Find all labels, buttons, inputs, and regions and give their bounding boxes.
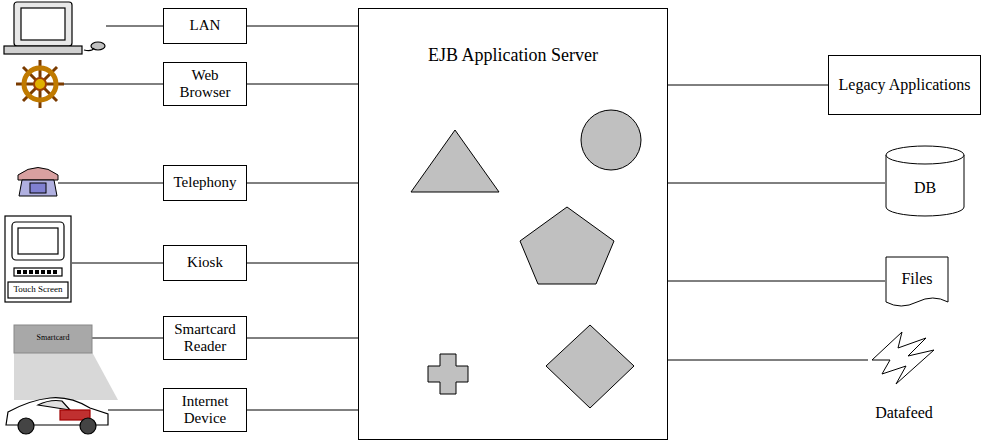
process-box: Web Browser — [163, 62, 247, 107]
icon-caption: Smartcard — [14, 333, 92, 342]
connector-line — [247, 338, 358, 339]
node-label: Kiosk — [187, 254, 223, 271]
connector-line — [247, 26, 358, 27]
connector-line — [668, 360, 868, 361]
process-box: Internet Device — [163, 388, 247, 433]
connector-line — [247, 183, 358, 184]
node-label: Datafeed — [875, 404, 933, 422]
process-box: Smartcard Reader — [163, 316, 247, 361]
node-label: Legacy Applications — [839, 76, 971, 94]
node-label: Smartcard Reader — [168, 321, 242, 356]
database-cylinder: DB — [885, 145, 965, 217]
connector-line — [247, 84, 358, 85]
connector-line — [668, 85, 828, 86]
node-label: DB — [914, 179, 936, 197]
node-label: Files — [901, 270, 932, 288]
process-box: LAN — [163, 8, 247, 44]
server-box: EJB Application Server — [358, 8, 668, 440]
process-box: Kiosk — [163, 245, 247, 281]
document-shape: Files — [885, 256, 949, 310]
icon-caption: Touch Screen — [8, 284, 68, 294]
connector-line — [668, 183, 885, 184]
process-box: Legacy Applications — [828, 55, 981, 115]
connector-line — [247, 263, 358, 264]
process-box: Telephony — [163, 165, 247, 201]
node-label: Telephony — [173, 174, 236, 191]
connector-line — [247, 410, 358, 411]
server-title: EJB Application Server — [359, 45, 667, 66]
node-label: LAN — [190, 17, 221, 34]
datafeed-symbol: Datafeed — [868, 330, 940, 422]
node-label: Internet Device — [168, 393, 242, 428]
node-label: Web Browser — [168, 67, 242, 102]
connector-line — [668, 281, 885, 282]
